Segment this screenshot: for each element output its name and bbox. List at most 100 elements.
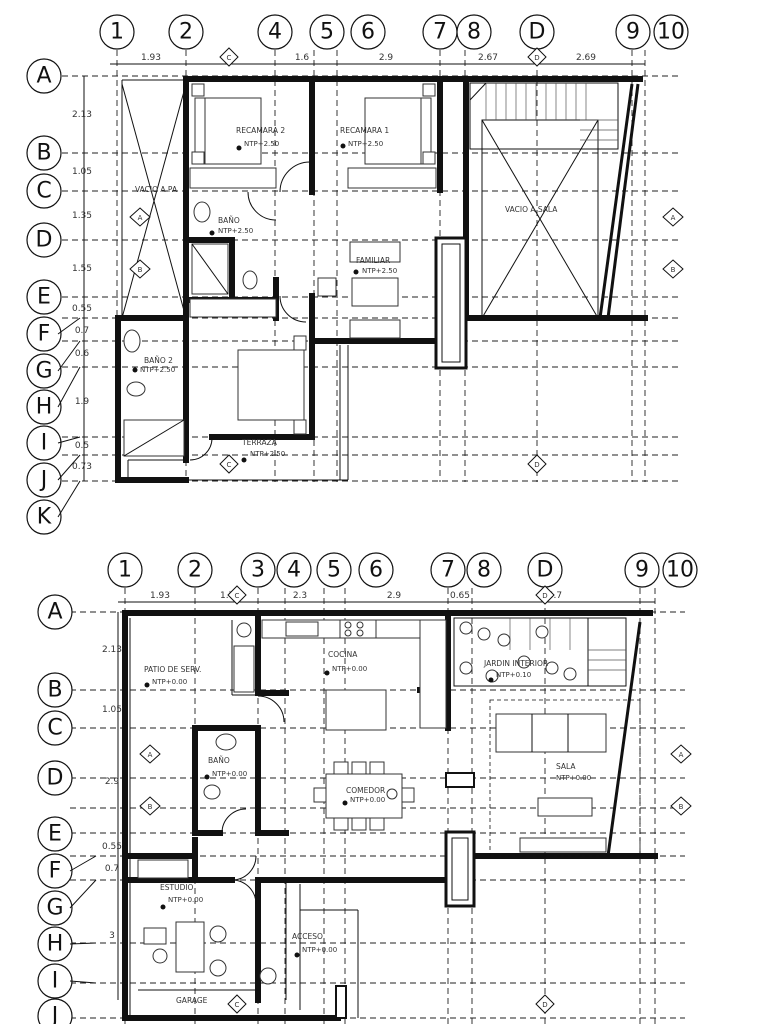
upper-col-2-label: 2 xyxy=(179,20,193,45)
ground-row-e-label: E xyxy=(48,822,62,847)
upper-dim-6-7: 2.9 xyxy=(379,53,394,63)
ground-col-1-label: 1 xyxy=(118,558,132,583)
upper-dim-g-h: 0.6 xyxy=(75,349,90,359)
ground-dim-c-e: 2.9 xyxy=(105,777,120,787)
upper-room-vacio-pa: VACIO A PA xyxy=(135,185,178,194)
upper-room-bano: BAÑO xyxy=(218,216,240,225)
upper-room-recamara-1: RECAMARA 1 xyxy=(340,126,389,135)
ground-section-d-top: D xyxy=(542,592,547,600)
upper-level-bano: NTP+2.50 xyxy=(218,227,253,235)
ground-section-c-top: C xyxy=(235,592,240,600)
upper-col-d-label: D xyxy=(529,20,546,45)
upper-row-b-label: B xyxy=(36,141,51,166)
ground-col-9-label: 9 xyxy=(635,558,649,583)
ground-row-g-label: G xyxy=(46,896,63,921)
upper-dim-e-f: 0.55 xyxy=(72,304,92,314)
upper-col-6-label: 6 xyxy=(361,20,375,45)
upper-dim-4-5: 1.6 xyxy=(295,53,310,63)
upper-dim-f-g: 0.7 xyxy=(75,326,89,336)
upper-col-8-label: 8 xyxy=(467,20,481,45)
ground-column-pilaster-inner xyxy=(451,837,469,901)
ground-row-c-label: C xyxy=(47,716,62,741)
ground-room-estudio: ESTUDIO xyxy=(160,883,194,892)
upper-room-vacio-sala: VACIO A SALA xyxy=(505,205,558,214)
ground-dim-7-8: 0.65 xyxy=(450,591,470,601)
ground-level-bano: NTP+0.00 xyxy=(212,770,247,778)
ground-column-dimensions: 1.93 1.75 2.3 2.9 0.65 4.7 xyxy=(118,591,655,603)
ground-section-a-right: A xyxy=(679,751,684,759)
ground-row-h-label: H xyxy=(47,932,64,957)
upper-room-labels: RECAMARA 2 NTP+2.50 RECAMARA 1 NTP+2.50 … xyxy=(132,126,558,463)
ground-level-estudio: NTP+0.00 xyxy=(168,896,203,904)
upper-room-terraza: TERRAZA xyxy=(241,438,278,447)
upper-row-j-label: J xyxy=(39,468,48,493)
upper-col-9-label: 9 xyxy=(626,20,640,45)
ground-level-sala: NTP+0.00 xyxy=(556,774,591,782)
upper-section-d-bottom: D xyxy=(534,461,539,469)
ground-walls xyxy=(122,610,658,1021)
upper-room-familiar: FAMILIAR xyxy=(356,256,390,265)
ground-room-cocina: COCINA xyxy=(328,650,358,659)
ground-dim-g-i: 3 xyxy=(109,931,115,941)
ground-dim-a-b: 2.13 xyxy=(102,645,122,655)
ground-living xyxy=(489,699,641,857)
upper-dim-8-d: 2.67 xyxy=(478,53,498,63)
ground-col-10-label: 10 xyxy=(666,558,694,583)
upper-col-1-label: 1 xyxy=(110,20,124,45)
ground-room-acceso: ACCESO xyxy=(292,932,323,941)
ground-row-b-label: B xyxy=(47,678,62,703)
ground-floor-plan: 1 2 3 4 5 6 7 8 D 9 10 1.93 1.75 2.3 2.9… xyxy=(37,552,698,1028)
ground-garden-stair xyxy=(453,617,627,687)
ground-kitchen xyxy=(233,619,447,731)
ground-col-8-label: 8 xyxy=(477,558,491,583)
upper-section-c-top: C xyxy=(227,54,232,62)
ground-column-bubbles: 1 2 3 4 5 6 7 8 D 9 10 xyxy=(107,552,698,588)
ground-study xyxy=(137,859,277,985)
upper-row-e-label: E xyxy=(37,285,51,310)
ground-col-5-label: 5 xyxy=(327,558,341,583)
upper-col-4-label: 4 xyxy=(268,20,282,45)
upper-dim-h-i: 1.9 xyxy=(75,397,90,407)
ground-fireplace xyxy=(445,772,475,788)
upper-dim-1-2: 1.93 xyxy=(141,53,161,63)
ground-section-b-left: B xyxy=(148,803,153,811)
ground-dim-3-5: 2.3 xyxy=(293,591,307,601)
ground-col-3-label: 3 xyxy=(251,558,265,583)
ground-room-jardin: JARDIN INTERIOR xyxy=(483,659,548,668)
upper-row-f-label: F xyxy=(38,322,51,347)
ground-dim-e-f: 0.55 xyxy=(102,842,122,852)
upper-section-b-left: B xyxy=(138,266,143,274)
upper-section-c-bottom: C xyxy=(227,461,232,469)
ground-dining xyxy=(313,761,415,831)
ground-col-7-label: 7 xyxy=(441,558,455,583)
upper-level-recamara-1: NTP+2.50 xyxy=(348,140,383,148)
upper-col-5-label: 5 xyxy=(320,20,334,45)
ground-col-4-label: 4 xyxy=(287,558,301,583)
ground-level-patio-serv: NTP+0.00 xyxy=(152,678,187,686)
upper-stair xyxy=(469,82,619,150)
ground-dim-6-7: 2.9 xyxy=(387,591,402,601)
ground-section-a-left: A xyxy=(148,751,153,759)
upper-column-dimensions: 1.93 4 1.6 2.9 2.67 2.69 xyxy=(110,53,645,65)
ground-section-c-bottom: C xyxy=(235,1001,240,1009)
ground-row-d-label: D xyxy=(47,766,64,791)
upper-col-10-label: 10 xyxy=(657,20,685,45)
ground-level-jardin: NTP+0.10 xyxy=(496,671,531,679)
upper-dim-i-j: 0.5 xyxy=(75,441,89,451)
ground-bathroom xyxy=(203,733,237,800)
upper-level-recamara-2: NTP+2.50 xyxy=(244,140,279,148)
upper-row-h-label: H xyxy=(36,395,53,420)
upper-dim-b-c: 1.05 xyxy=(72,167,92,177)
upper-row-g-label: G xyxy=(35,359,52,384)
upper-doors xyxy=(189,161,311,461)
ground-row-f-label: F xyxy=(49,859,62,884)
ground-section-markers: A A B B C C D D xyxy=(139,585,692,1014)
upper-row-dimensions: 2.13 1.05 1.35 1.55 0.55 0.7 0.6 1.9 0.5… xyxy=(72,76,92,481)
upper-section-d-top: D xyxy=(534,54,539,62)
upper-row-c-label: C xyxy=(36,179,51,204)
upper-section-a-left: A xyxy=(138,214,143,222)
upper-level-terraza: NTP+2.50 xyxy=(250,450,285,458)
ground-level-cocina: NTP+0.00 xyxy=(332,665,367,673)
